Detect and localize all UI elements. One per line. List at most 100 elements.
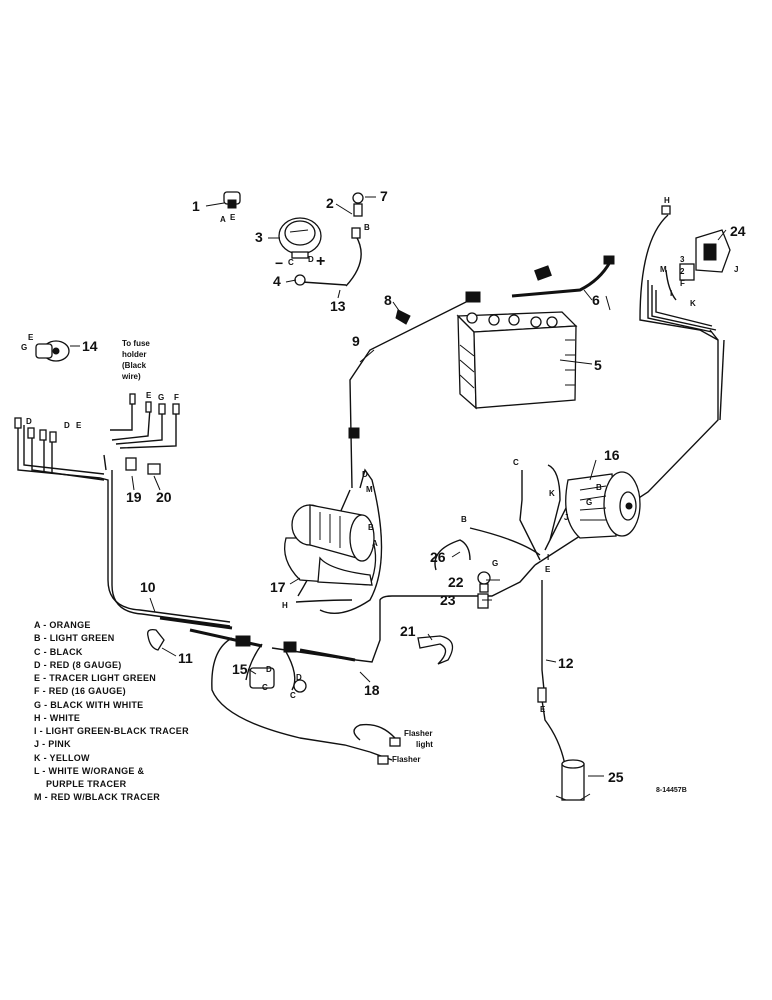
legend-f: F - RED (16 GAUGE) bbox=[34, 686, 126, 696]
fuse-holder-note: To fuse holder (Black wire) bbox=[121, 339, 150, 381]
legend-g: G - BLACK WITH WHITE bbox=[34, 700, 143, 710]
callout-26: 26 bbox=[430, 549, 446, 565]
pin-k-alt: K bbox=[549, 489, 555, 498]
callout-22: 22 bbox=[448, 574, 464, 590]
part-9-terminal bbox=[348, 291, 481, 439]
pin-d-part3: D bbox=[308, 255, 314, 264]
callout-15: 15 bbox=[232, 661, 248, 677]
callout-5: 5 bbox=[594, 357, 602, 373]
svg-text:holder: holder bbox=[122, 350, 146, 359]
callout-7: 7 bbox=[380, 188, 388, 204]
pin-b-part2: B bbox=[364, 223, 370, 232]
callout-8: 8 bbox=[384, 292, 392, 308]
legend-b: B - LIGHT GREEN bbox=[34, 633, 115, 643]
svg-text:(Black: (Black bbox=[122, 361, 147, 370]
part-8-clip bbox=[395, 309, 411, 325]
callout-numbers: 1 2 7 3 4 13 8 6 5 9 14 19 20 10 11 15 1… bbox=[82, 188, 746, 785]
callout-2: 2 bbox=[326, 195, 334, 211]
callout-23: 23 bbox=[440, 592, 456, 608]
legend-d: D - RED (8 GAUGE) bbox=[34, 660, 122, 670]
part-12-connector bbox=[537, 687, 547, 703]
pin-g-part14: G bbox=[21, 343, 27, 352]
legend-k: K - YELLOW bbox=[34, 753, 90, 763]
part-7-sender bbox=[351, 192, 364, 239]
part-17-starter bbox=[283, 504, 377, 586]
pin-a-starter: A bbox=[372, 539, 378, 548]
part-5-battery bbox=[456, 311, 578, 410]
part-4-terminal bbox=[294, 274, 306, 286]
pin-e-fuse: E bbox=[146, 391, 152, 400]
legend-i: I - LIGHT GREEN-BLACK TRACER bbox=[34, 726, 189, 736]
part-11-clip bbox=[147, 628, 165, 651]
svg-text:wire): wire) bbox=[121, 372, 141, 381]
pin-h-starter: H bbox=[282, 601, 288, 610]
pin-2-reg: 2 bbox=[680, 267, 685, 276]
callout-20: 20 bbox=[156, 489, 172, 505]
leader-lines bbox=[70, 196, 727, 777]
legend-j: J - PINK bbox=[34, 739, 71, 749]
callout-3: 3 bbox=[255, 229, 263, 245]
plus-part3: + bbox=[316, 253, 325, 270]
harness-connectors bbox=[14, 393, 180, 443]
part-24-regulator bbox=[661, 205, 731, 281]
pin-b-starter: B bbox=[368, 523, 374, 532]
part-25-condenser bbox=[555, 759, 591, 801]
main-harness bbox=[17, 214, 725, 766]
pin-letters: A E B − C D + E G E G F D D E D M B A H … bbox=[21, 196, 738, 714]
part-20-connector bbox=[147, 463, 161, 475]
callout-11: 11 bbox=[178, 650, 193, 666]
pin-d-left: D bbox=[26, 417, 32, 426]
pin-d-starter: D bbox=[362, 470, 368, 479]
legend-l: L - WHITE W/ORANGE & bbox=[34, 766, 145, 776]
pin-c-alt: C bbox=[513, 458, 519, 467]
legend-a: A - ORANGE bbox=[34, 620, 91, 630]
callout-1: 1 bbox=[192, 198, 200, 214]
pin-j-reg: J bbox=[734, 265, 738, 274]
pin-e-alt: E bbox=[545, 565, 551, 574]
part-1-switch bbox=[223, 191, 241, 209]
part-3-gauge bbox=[278, 217, 322, 259]
pin-k-reg: K bbox=[690, 299, 696, 308]
pin-e-part1: E bbox=[230, 213, 236, 222]
svg-text:light: light bbox=[416, 740, 433, 749]
legend-c: C - BLACK bbox=[34, 647, 83, 657]
legend-m: M - RED W/BLACK TRACER bbox=[34, 792, 160, 802]
callout-6: 6 bbox=[592, 292, 600, 308]
pin-f-fuse: F bbox=[174, 393, 179, 402]
pin-i-reg: I bbox=[670, 289, 672, 298]
minus-part3: − bbox=[275, 255, 283, 271]
pin-d-part15b: D bbox=[296, 673, 302, 682]
pin-e-lead: E bbox=[540, 705, 546, 714]
svg-text:Flasher: Flasher bbox=[404, 729, 432, 738]
pin-3-reg: 3 bbox=[680, 255, 685, 264]
part-16-alternator bbox=[565, 471, 641, 539]
callout-25: 25 bbox=[608, 769, 624, 785]
pin-j-alt: J bbox=[564, 513, 568, 522]
callout-9: 9 bbox=[352, 333, 360, 349]
part-23-connector bbox=[477, 593, 489, 609]
pin-b-alt: B bbox=[596, 483, 602, 492]
callout-18: 18 bbox=[364, 682, 380, 698]
legend-l-cont: PURPLE TRACER bbox=[46, 779, 127, 789]
wire-color-legend: A - ORANGE B - LIGHT GREEN C - BLACK D -… bbox=[34, 620, 189, 802]
pin-c-part15b: C bbox=[290, 691, 296, 700]
pin-e-part14: E bbox=[28, 333, 34, 342]
pin-d-part15: D bbox=[266, 665, 272, 674]
pin-c-part15: C bbox=[262, 683, 268, 692]
pin-f-reg: F bbox=[680, 279, 685, 288]
callout-4: 4 bbox=[273, 273, 281, 289]
legend-h: H - WHITE bbox=[34, 713, 80, 723]
pin-e-left: E bbox=[76, 421, 82, 430]
part-6-ground-strap bbox=[534, 255, 615, 281]
part-19-connector bbox=[125, 457, 137, 471]
callout-12: 12 bbox=[558, 655, 574, 671]
pin-a-part1: A bbox=[220, 215, 226, 224]
callout-17: 17 bbox=[270, 579, 286, 595]
legend-e: E - TRACER LIGHT GREEN bbox=[34, 673, 156, 683]
flasher-connectors bbox=[377, 737, 401, 765]
part-14-switch bbox=[35, 340, 70, 362]
pin-g-sender: G bbox=[492, 559, 498, 568]
callout-21: 21 bbox=[400, 623, 416, 639]
pin-d-left2: D bbox=[64, 421, 70, 430]
